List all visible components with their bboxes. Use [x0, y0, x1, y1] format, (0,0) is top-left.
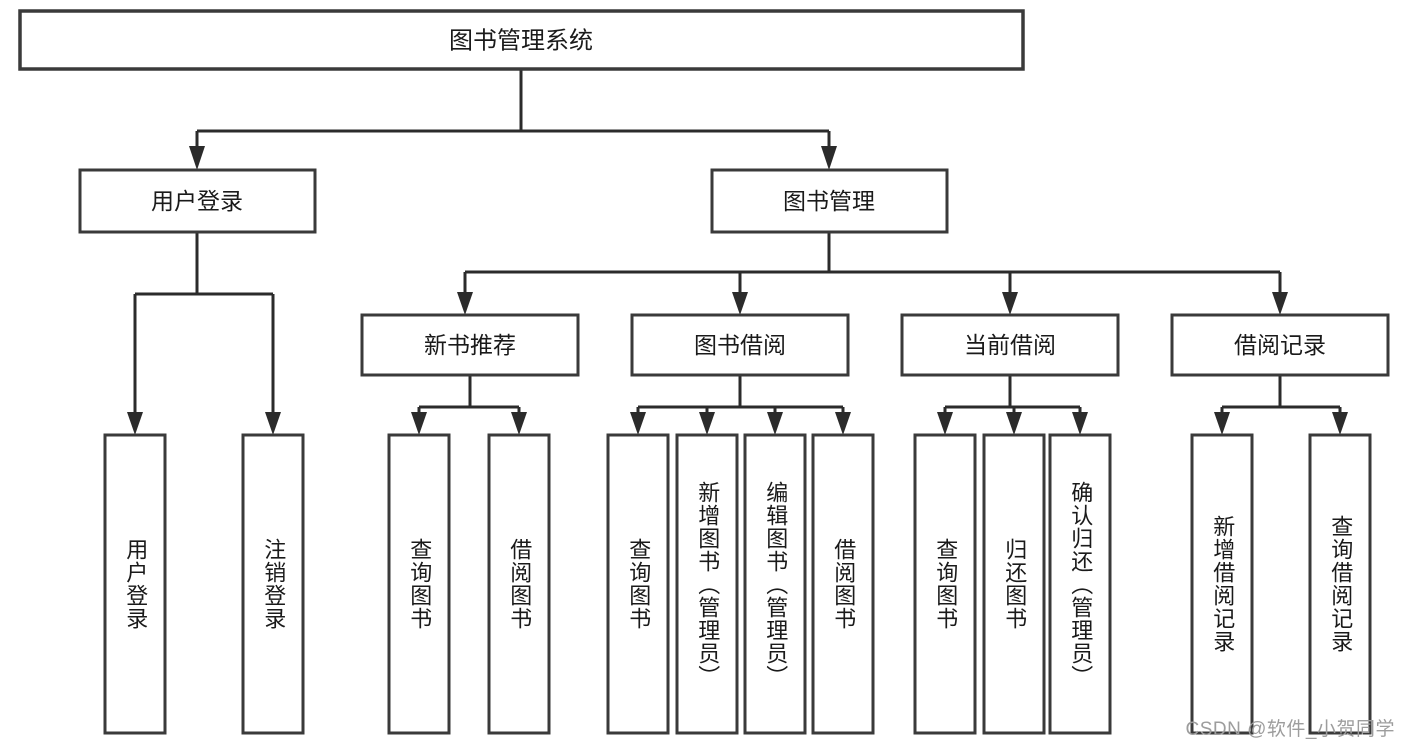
arrow-head-current-borrow-leaf-3: [1072, 412, 1088, 435]
node-leaf-borrow-record-query[interactable]: [1308, 433, 1372, 735]
node-leaf-book-borrow-edit[interactable]: [743, 433, 807, 735]
node-leaf-current-borrow-confirm[interactable]: [1048, 433, 1112, 735]
node-layer: 图书管理系统 用户登录 图书管理 新书推荐 图书借阅 当前借阅 借阅记录: [18, 9, 1390, 735]
node-current-borrow[interactable]: [900, 313, 1120, 377]
arrow-head-user-login-leaf-1: [127, 412, 143, 435]
node-leaf-user-login-login[interactable]: [103, 433, 167, 735]
arrow-head-user-login: [189, 146, 205, 170]
node-current-borrow-label: 当前借阅: [964, 332, 1056, 358]
arrow-head-book-borrow-leaf-2: [699, 412, 715, 435]
node-leaf-user-login-logout[interactable]: [241, 433, 305, 735]
connector-layer: [127, 69, 1348, 435]
arrow-head-current-borrow-leaf-2: [1006, 412, 1022, 435]
node-book-management-label: 图书管理: [783, 188, 875, 214]
node-leaf-book-borrow-query[interactable]: [606, 433, 670, 735]
node-leaf-new-book-borrow[interactable]: [487, 433, 551, 735]
arrow-head-new-book-leaf-2: [511, 412, 527, 435]
node-user-login-label: 用户登录: [151, 188, 243, 214]
arrow-head-user-login-leaf-2: [265, 412, 281, 435]
node-borrow-record-label: 借阅记录: [1234, 332, 1326, 358]
node-leaf-current-borrow-query[interactable]: [913, 433, 977, 735]
csdn-watermark: CSDN @软件_小贺同学: [1185, 719, 1395, 740]
node-book-management[interactable]: [710, 168, 949, 234]
arrow-head-current-borrow-leaf-1: [937, 412, 953, 435]
arrow-head-book-manage: [821, 146, 837, 170]
node-leaf-borrow-record-add[interactable]: [1190, 433, 1254, 735]
node-leaf-book-borrow-borrow[interactable]: [811, 433, 875, 735]
arrow-head-book-borrow: [732, 292, 748, 315]
node-leaf-new-book-query[interactable]: [387, 433, 451, 735]
node-leaf-current-borrow-return[interactable]: [982, 433, 1046, 735]
node-user-login[interactable]: [78, 168, 317, 234]
arrow-head-new-book-leaf-1: [411, 412, 427, 435]
arrow-head-borrow-record: [1272, 292, 1288, 315]
node-root-book-management-system[interactable]: [18, 9, 1025, 71]
node-leaf-book-borrow-add[interactable]: [675, 433, 739, 735]
arrow-head-borrow-record-leaf-2: [1332, 412, 1348, 435]
node-new-book-recommend[interactable]: [360, 313, 580, 377]
arrow-head-book-borrow-leaf-3: [767, 412, 783, 435]
node-borrow-record[interactable]: [1170, 313, 1390, 377]
node-book-borrow[interactable]: [630, 313, 850, 377]
arrow-head-book-borrow-leaf-1: [630, 412, 646, 435]
arrow-head-borrow-record-leaf-1: [1214, 412, 1230, 435]
node-book-borrow-label: 图书借阅: [694, 332, 786, 358]
arrow-head-current-borrow: [1002, 292, 1018, 315]
node-root-label: 图书管理系统: [449, 27, 593, 54]
arrow-head-book-borrow-leaf-4: [835, 412, 851, 435]
node-new-book-recommend-label: 新书推荐: [424, 332, 516, 358]
arrow-head-new-book-recommend: [457, 292, 473, 315]
